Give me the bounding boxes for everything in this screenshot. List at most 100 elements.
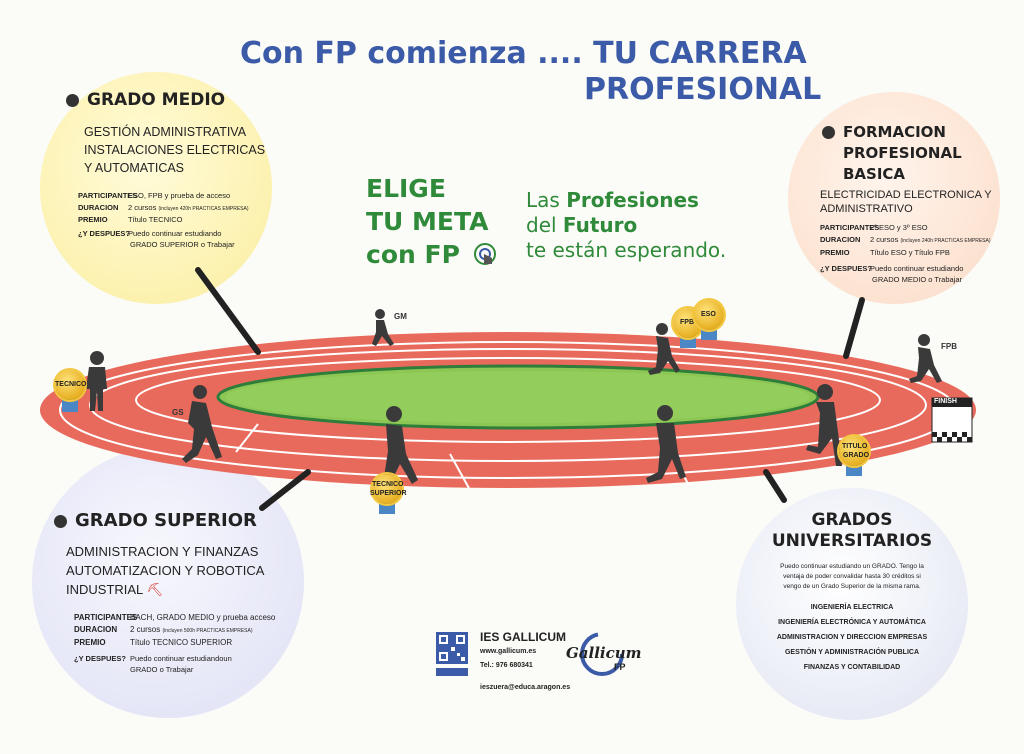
qr-code-icon[interactable]	[436, 632, 468, 664]
runner-gm	[372, 309, 394, 346]
page-title-line1: Con FP comienza .... TU CARRERA	[240, 36, 807, 71]
grado-medio-program: GESTIÓN ADMINISTRATIVA	[84, 125, 247, 139]
duracion-value: 2 cursos	[870, 235, 899, 244]
fp-basica-duracion: DURACION 2 cursos (incluyen 240h PRACTICA…	[820, 234, 991, 247]
school-phone: Tel.: 976 680341	[480, 662, 533, 669]
degree-item: ADMINISTRACION Y DIRECCION EMPRESAS	[776, 634, 928, 641]
qr-caption-bar	[436, 668, 468, 676]
medal-eso-label: ESO	[701, 311, 716, 318]
tagline-text: del	[526, 213, 563, 237]
grado-medio-title: GRADO MEDIO	[66, 90, 225, 110]
degree-item: FINANZAS Y CONTABILIDAD	[803, 664, 901, 671]
despues-key: ¿Y DESPUES?	[78, 229, 130, 238]
runner-center	[372, 406, 418, 490]
school-web[interactable]: www.gallicum.es	[480, 648, 537, 655]
logo-text: Gallicum	[566, 644, 642, 662]
tagline-text: te están esperando.	[526, 238, 727, 262]
despues-value: Puedo continuar estudiando	[128, 229, 222, 238]
fp-basica-program: ELECTRICIDAD ELECTRONICA Y	[820, 189, 992, 201]
grado-medio-participantes: PARTICIPANTESESO, FPB y prueba de acceso	[78, 190, 230, 201]
tagline: Las Profesiones del Futuro te están espe…	[526, 188, 726, 263]
duracion-note: (incluyen 500h PRACTICAS EMPRESA)	[162, 628, 253, 634]
fp-basica-title-3: BASICA	[843, 165, 906, 183]
medal-titulo-grado-icon	[839, 436, 869, 466]
tagline-bold: Profesiones	[566, 188, 699, 212]
participantes-key: PARTICIPANTES	[74, 613, 138, 622]
grado-superior-program-text: INDUSTRIAL	[66, 582, 143, 597]
grado-medio-bubble	[40, 72, 272, 304]
grado-medio-despues2: GRADO SUPERIOR o Trabajar	[130, 240, 235, 249]
cta-line2: TU META	[366, 207, 489, 236]
medal-eso-icon	[694, 300, 724, 330]
intro-line: vengo de un Grado Superior de la misma r…	[783, 583, 921, 590]
duracion-key: DURACION	[74, 625, 118, 634]
medal-fpb-label: FPB	[680, 319, 694, 326]
medal-titulo-label2: GRADO	[843, 452, 870, 459]
tagline-text: Las	[526, 188, 567, 212]
gallicum-logo: Gallicum FP	[566, 632, 642, 676]
grado-superior-despues2: GRADO o Trabajar	[130, 665, 194, 674]
duracion-note: (incluyen 240h PRACTICAS EMPRESA)	[900, 238, 991, 244]
universitarios-title-2: UNIVERSITARIOS	[771, 531, 933, 551]
universitarios-degrees: INGENIERÍA ELECTRICA INGENIERÍA ELECTRÓN…	[736, 600, 968, 675]
intro-line: ventaja de poder convalidar hasta 30 cré…	[783, 573, 921, 580]
degree-item: INGENIERÍA ELECTRICA	[810, 604, 894, 611]
cta-block: ELIGE TU META con FP	[366, 172, 499, 271]
grado-medio-premio: PREMIO Título TECNICO	[78, 214, 182, 225]
grado-medio-duracion: DURACION 2 cursos (incluyen 420h PRACTICA…	[78, 202, 249, 215]
grado-superior-bubble	[32, 446, 304, 718]
runner-left	[86, 351, 107, 411]
despues-value: Puedo continuar estudiandoun	[130, 654, 232, 663]
school-email[interactable]: ieszuera@educa.aragon.es	[480, 684, 571, 691]
runner-fpb-top	[648, 323, 680, 375]
runner-gs	[182, 385, 222, 463]
medal-tecnico-superior-icon	[372, 474, 402, 504]
fp-basica-despues2: GRADO MEDIO o Trabajar	[872, 275, 963, 284]
bullet-icon	[822, 126, 835, 139]
fp-basica-programs: ELECTRICIDAD ELECTRONICA Y ADMINISTRATIV…	[820, 188, 992, 216]
grado-superior-title: GRADO SUPERIOR	[54, 510, 257, 531]
fp-basica-title-1: FORMACION	[843, 123, 946, 141]
grado-medio-title-text: GRADO MEDIO	[87, 90, 226, 110]
finish-label: FINISH	[934, 398, 957, 405]
grado-medio-program: Y AUTOMATICAS	[84, 161, 185, 175]
duracion-value: 2 cursos	[130, 625, 161, 634]
grado-medio-despues: ¿Y DESPUES?Puedo continuar estudiando	[78, 228, 221, 239]
logo-fp: FP	[614, 662, 626, 672]
premio-value: Título TECNICO	[128, 215, 183, 224]
medal-tecnico-icon	[55, 370, 85, 400]
bullet-icon	[66, 93, 79, 107]
duracion-note: (incluyen 420h PRACTICAS EMPRESA)	[158, 206, 249, 212]
universitarios-title-1: GRADOS	[811, 510, 893, 530]
duracion-key: DURACION	[78, 203, 119, 212]
grado-superior-program: AUTOMATIZACION Y ROBOTICA	[66, 563, 265, 578]
medal-tecnico-superior-label1: TECNICO	[372, 481, 404, 488]
participantes-key: PARTICIPANTES	[820, 223, 880, 232]
participantes-key: PARTICIPANTES	[78, 191, 138, 200]
bullet-icon	[54, 514, 67, 528]
tagline-bold: Futuro	[562, 213, 638, 237]
duracion-key: DURACION	[820, 235, 861, 244]
medal-tecnico-superior-label2: SUPERIOR	[370, 490, 407, 497]
despues-key: ¿Y DESPUES?	[74, 654, 126, 663]
degree-item: GESTIÓN Y ADMINISTRACIÓN PUBLICA	[784, 649, 920, 656]
grado-superior-title-text: GRADO SUPERIOR	[75, 510, 257, 531]
track-label-gs: GS	[172, 408, 184, 417]
runner-right1	[646, 405, 686, 483]
cta-line1: ELIGE	[366, 174, 446, 203]
participantes-value: 2º ESO y 3º ESO	[870, 223, 928, 232]
track-label-gm: GM	[394, 312, 407, 321]
fp-basica-title-2: PROFESIONAL	[843, 144, 962, 162]
duracion-value: 2 cursos	[128, 203, 157, 212]
premio-key: PREMIO	[78, 215, 108, 224]
intro-line: Puedo continuar estudiando un GRADO. Ten…	[780, 563, 924, 570]
universitarios-bubble	[736, 488, 968, 720]
degree-item: INGENIERÍA ELECTRÓNICA Y AUTOMÁTICA	[778, 619, 926, 626]
school-name: IES GALLICUM	[480, 630, 566, 644]
fp-basica-participantes: PARTICIPANTES2º ESO y 3º ESO	[820, 222, 928, 233]
fp-basica-program: ADMINISTRATIVO	[820, 203, 913, 215]
fp-basica-title: FORMACION PROFESIONAL BASICA	[822, 122, 962, 185]
